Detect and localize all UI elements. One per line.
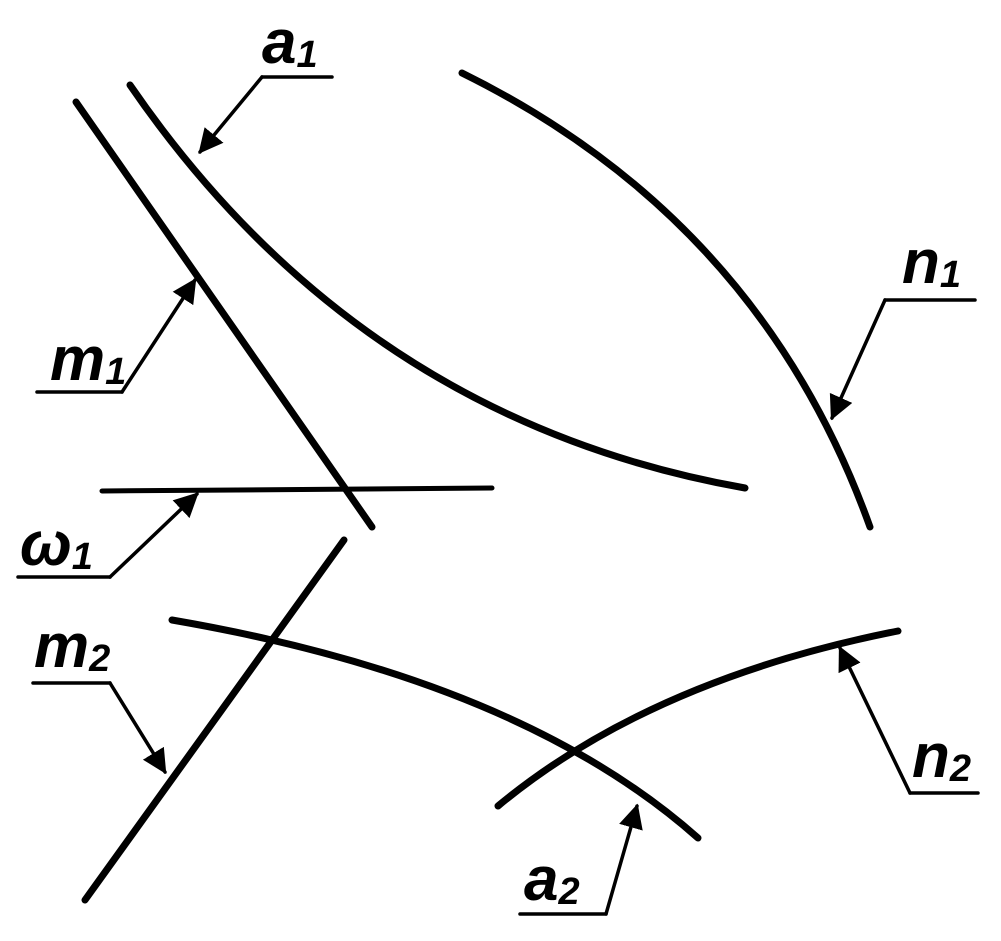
label-w1: ω1 bbox=[20, 510, 93, 579]
curve-a1 bbox=[126, 81, 749, 492]
curve-n1 bbox=[458, 69, 874, 531]
leader-a2 bbox=[518, 803, 643, 916]
label-n1: n1 bbox=[902, 228, 961, 297]
label-a2: a2 bbox=[524, 845, 580, 914]
label-n2: n2 bbox=[912, 722, 971, 791]
line-w1 bbox=[99, 485, 495, 494]
line-m2 bbox=[81, 536, 348, 904]
leader-a1 bbox=[198, 75, 334, 154]
label-m1: m1 bbox=[50, 325, 126, 394]
curve-n2 bbox=[494, 627, 902, 810]
leader-n1 bbox=[829, 298, 977, 421]
leader-w1 bbox=[16, 492, 199, 579]
leader-m2 bbox=[31, 681, 167, 775]
line-m1 bbox=[72, 98, 376, 531]
label-a1: a1 bbox=[262, 8, 318, 77]
leader-m1 bbox=[35, 277, 197, 394]
curve-a2 bbox=[168, 616, 702, 842]
leader-n2 bbox=[838, 645, 980, 795]
label-m2: m2 bbox=[34, 612, 110, 681]
